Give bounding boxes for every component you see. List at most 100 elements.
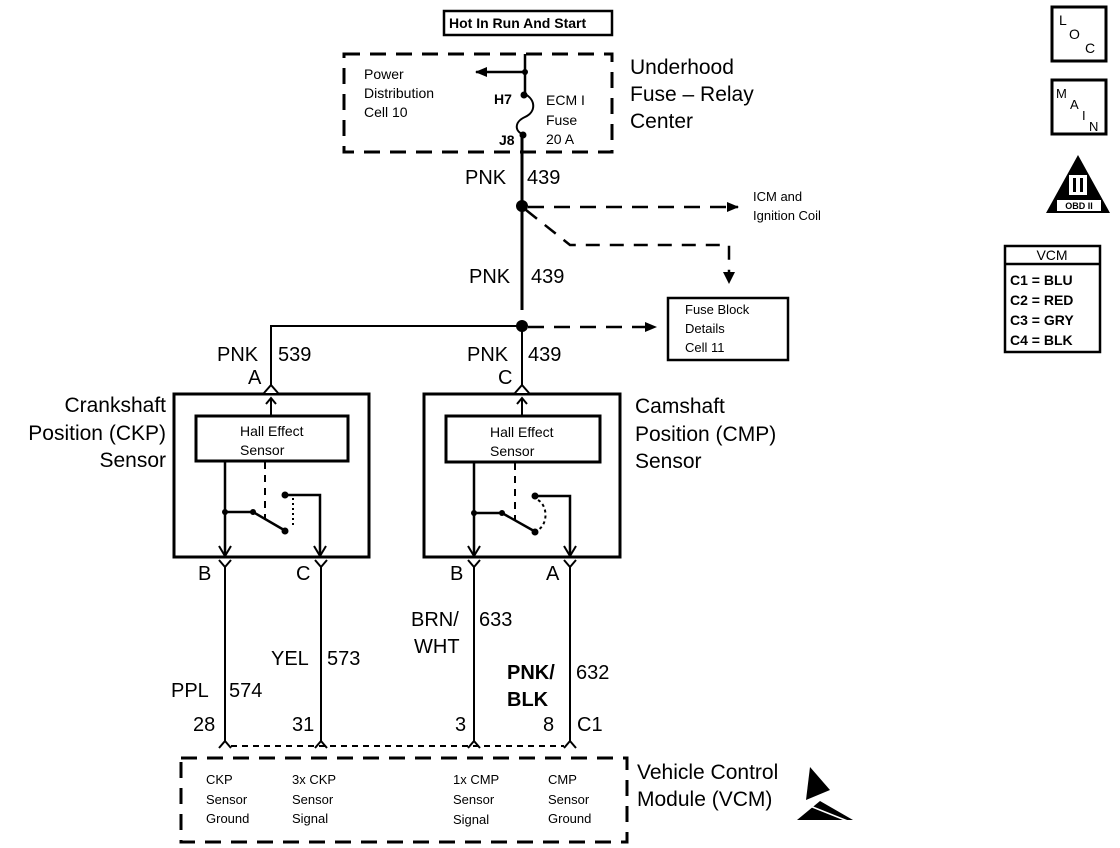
cmp-sensor: Hall Effect Sensor Camshaft Position (CM… — [422, 383, 776, 559]
fuse-block-reference-line — [525, 209, 731, 280]
wire-color-ckp-ground: PPL — [171, 680, 209, 702]
wire-color-cmp-ground-2: BLK — [507, 689, 549, 711]
cmp-hall-line-1: Hall Effect — [490, 424, 554, 440]
vcm-pin-8: 8 — [543, 714, 554, 736]
wire-circuit-ckp-ground: 574 — [229, 680, 262, 702]
vcm-func-4-line-2: Sensor — [548, 792, 590, 807]
power-distribution-line-2: Distribution — [364, 85, 434, 101]
esd-warning-icon — [797, 767, 853, 823]
wire-circuit-ckp-signal: 573 — [327, 648, 360, 670]
legend-row-2: C2 = RED — [1010, 292, 1073, 308]
vcm-pin-31: 31 — [292, 714, 314, 736]
wire-color-ckp-signal: YEL — [271, 648, 309, 670]
vcm-connector-c1: C1 — [577, 714, 603, 736]
power-distribution-line-3: Cell 10 — [364, 104, 408, 120]
fuse-line-1: ECM I — [546, 92, 585, 108]
loc-letter-l: L — [1059, 12, 1067, 28]
wire-color-ckp-feed: PNK — [217, 344, 259, 366]
cmp-title-3: Sensor — [635, 450, 702, 473]
wire-circuit-cmp-signal: 633 — [479, 609, 512, 631]
wire-circuit-cmp-feed: 439 — [528, 344, 561, 366]
ckp-hall-effect-box — [194, 414, 350, 463]
fuse-block-line-3: Cell 11 — [685, 340, 725, 355]
vcm-func-4-line-1: CMP — [548, 772, 577, 787]
ckp-pin-a: A — [248, 367, 262, 389]
obd-label: OBD II — [1065, 201, 1093, 211]
ckp-sensor: Hall Effect Sensor Crankshaft Position (… — [28, 383, 371, 559]
wire-color-main-upper: PNK — [465, 167, 507, 189]
vcm-func-2-line-2: Sensor — [292, 792, 334, 807]
icm-ref-line-2: Ignition Coil — [753, 208, 821, 223]
ckp-feed-wire — [270, 325, 522, 386]
wire-color-cmp-signal-1: BRN/ — [411, 609, 459, 631]
vcm-title-2: Module (VCM) — [637, 788, 772, 811]
vcm-func-1-line-1: CKP — [206, 772, 233, 787]
terminal-h7: H7 — [494, 91, 512, 107]
legend-row-3: C3 = GRY — [1010, 312, 1074, 328]
obd-ii-icon[interactable]: OBD II — [1046, 155, 1110, 213]
arrow-down-icon — [723, 272, 735, 284]
ckp-hall-line-2: Sensor — [240, 442, 285, 458]
cmp-pin-a: A — [546, 563, 560, 585]
loc-letter-c: C — [1085, 40, 1095, 56]
splice-1 — [516, 200, 528, 212]
wire-color-cmp-feed: PNK — [467, 344, 509, 366]
ckp-title-3: Sensor — [99, 449, 166, 472]
vcm-pin-28: 28 — [193, 714, 215, 736]
legend-title: VCM — [1036, 247, 1067, 263]
cmp-pin-c: C — [498, 367, 512, 389]
ckp-title-1: Crankshaft — [64, 394, 166, 417]
main-icon[interactable]: M A I N — [1050, 78, 1108, 136]
cmp-title-1: Camshaft — [635, 395, 725, 418]
vcm-title-1: Vehicle Control — [637, 761, 778, 784]
vcm-func-2-line-3: Signal — [292, 811, 328, 826]
legend-row-4: C4 = BLK — [1010, 332, 1073, 348]
sensor-output-connectors — [218, 559, 577, 569]
vcm-func-2-line-1: 3x CKP — [292, 772, 336, 787]
fuse-block-line-2: Details — [685, 321, 725, 336]
loc-letter-o: O — [1069, 26, 1080, 42]
fuse-terminal-j8 — [519, 131, 527, 139]
arrow-up-icon — [516, 396, 528, 405]
wire-circuit-main-mid: 439 — [531, 266, 564, 288]
vcm-connector-line — [218, 739, 577, 749]
vcm-func-1-line-2: Sensor — [206, 792, 248, 807]
icm-ref-line-1: ICM and — [753, 189, 802, 204]
hot-in-run-label: Hot In Run And Start — [449, 15, 586, 31]
cmp-hall-line-2: Sensor — [490, 443, 535, 459]
vcm-connector-legend: VCM C1 = BLU C2 = RED C3 = GRY C4 = BLK — [1003, 244, 1102, 354]
cmp-hall-effect-box — [444, 414, 602, 464]
wire-color-cmp-signal-2: WHT — [414, 636, 460, 658]
fuse-block-reference: Fuse Block Details Cell 11 — [666, 296, 790, 362]
fuse-center-title-3: Center — [630, 110, 693, 133]
connector-female-icon — [263, 383, 279, 394]
fuse-center-title-1: Underhood — [630, 56, 734, 79]
fuse-center-title-2: Fuse – Relay — [630, 83, 754, 106]
hot-in-run-label-box: Hot In Run And Start — [442, 9, 614, 37]
vcm-pin-3: 3 — [455, 714, 466, 736]
terminal-j8: J8 — [499, 132, 515, 148]
cmp-pin-b: B — [450, 563, 463, 585]
ckp-pin-b: B — [198, 563, 211, 585]
main-letter-m: M — [1056, 86, 1067, 101]
wire-circuit-cmp-ground: 632 — [576, 662, 609, 684]
cmp-title-2: Position (CMP) — [635, 423, 776, 446]
harness-wires — [224, 567, 571, 741]
vcm-func-3-line-3: Signal — [453, 812, 489, 827]
arrow-up-icon — [265, 396, 277, 405]
vcm-func-3-line-2: Sensor — [453, 792, 495, 807]
legend-row-1: C1 = BLU — [1010, 272, 1073, 288]
fuse-block-line-1: Fuse Block — [685, 302, 750, 317]
main-letter-i: I — [1082, 108, 1086, 123]
ckp-pin-c: C — [296, 563, 310, 585]
fuse-terminal-h7 — [520, 91, 528, 99]
fuse-line-3: 20 A — [546, 131, 575, 147]
wire-circuit-main-upper: 439 — [527, 167, 560, 189]
power-distribution-line-1: Power — [364, 66, 404, 82]
vcm-func-4-line-3: Ground — [548, 811, 591, 826]
main-letter-n: N — [1089, 119, 1098, 134]
underhood-fuse-relay-center: Power Distribution Cell 10 H7 J8 ECM I F… — [342, 52, 754, 154]
loc-icon[interactable]: L O C — [1050, 5, 1108, 63]
connector-female-icon — [514, 383, 530, 394]
ckp-hall-line-1: Hall Effect — [240, 423, 304, 439]
